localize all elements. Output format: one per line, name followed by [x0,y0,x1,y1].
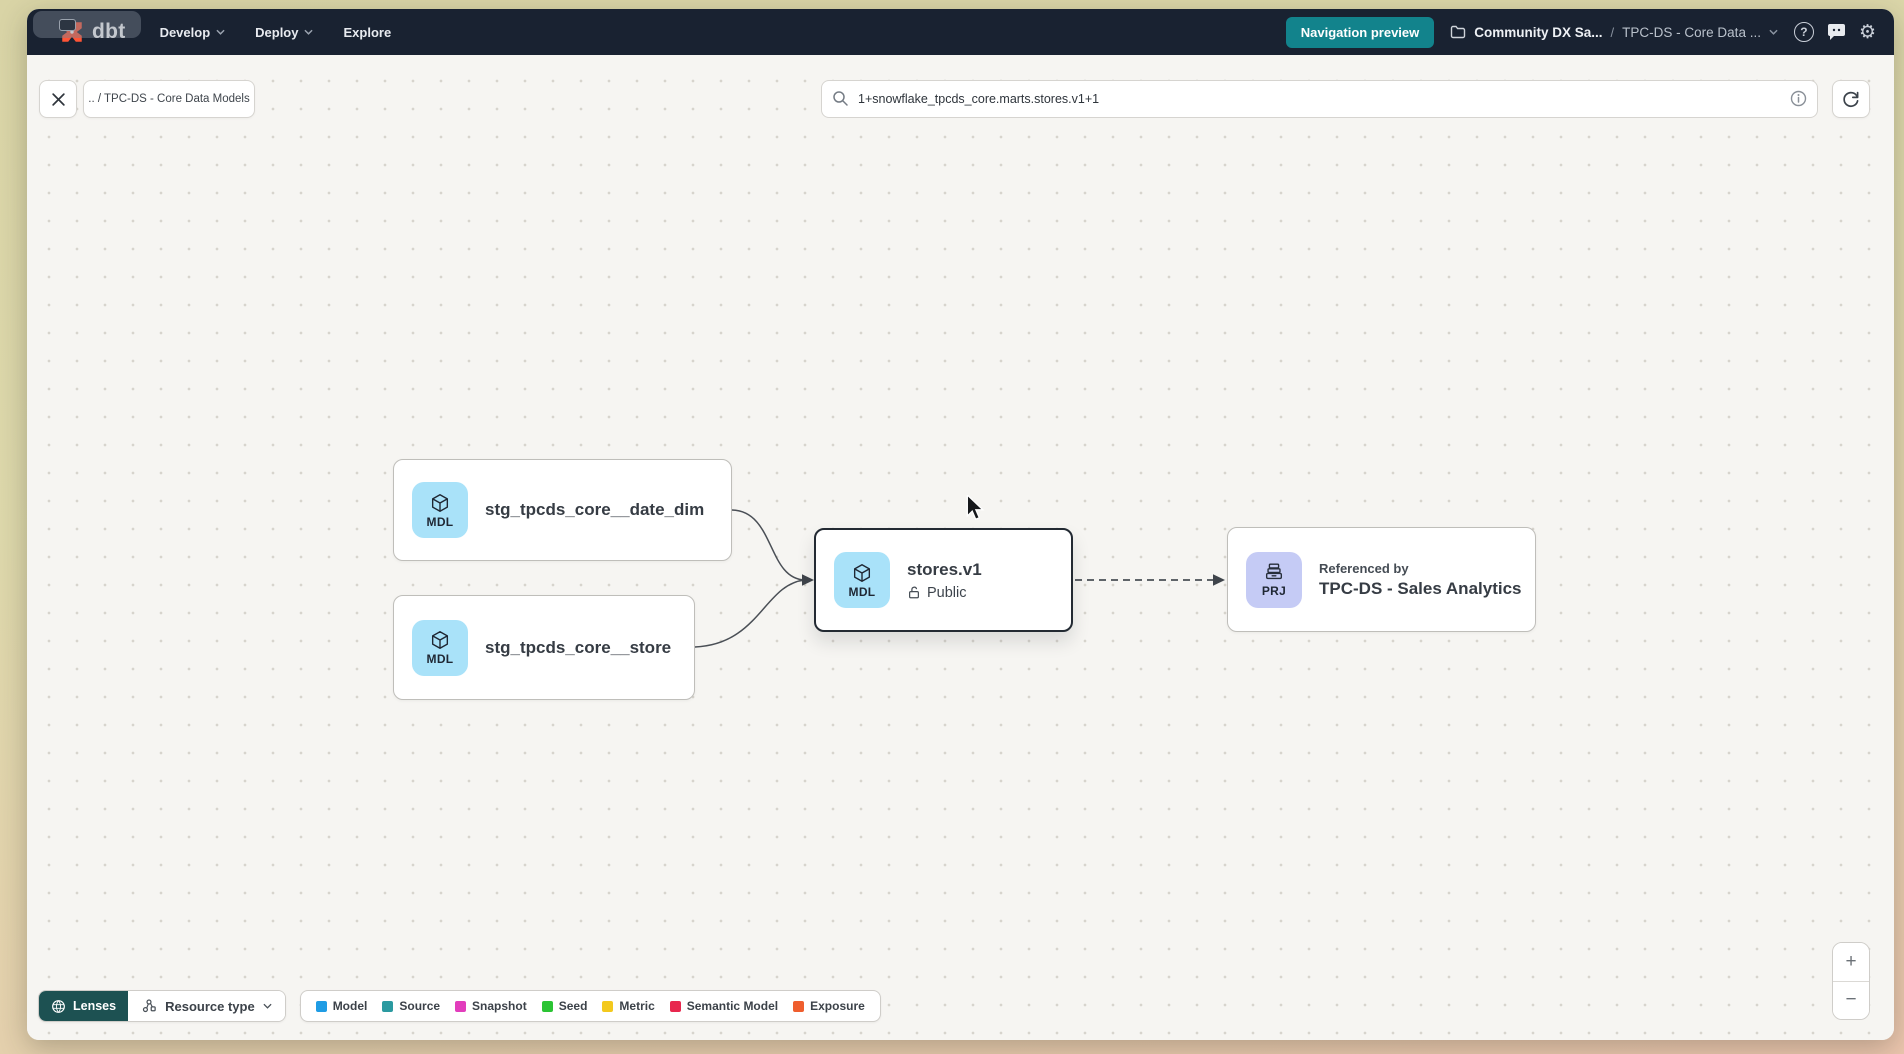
zoom-in-button[interactable]: + [1833,943,1869,981]
stack-icon [1265,563,1283,580]
mouse-cursor [966,495,985,521]
legend-item-semantic-model: Semantic Model [669,999,779,1013]
chevron-down-icon [216,29,225,35]
resource-legend: Model Source Snapshot Seed Metric Semant… [299,990,881,1022]
nav-menu-label: Explore [343,24,392,40]
refresh-button[interactable] [1832,80,1870,118]
footer-controls: Lenses Resource type Model Source Snapsh [38,990,881,1022]
settings-gear-icon[interactable]: ⚙ [1858,21,1876,43]
lineage-breadcrumb-chip[interactable]: .. / TPC-DS - Core Data Models [83,80,255,118]
search-input[interactable] [821,80,1818,118]
cube-icon [853,563,871,582]
chevron-down-icon [304,29,314,35]
nav-right: Navigation preview Community DX Sa... / … [1285,16,1876,48]
legend-item-metric: Metric [602,999,655,1013]
lineage-canvas[interactable]: .. / TPC-DS - Core Data Models [27,55,1894,1040]
info-icon[interactable] [1790,90,1807,107]
legend-item-exposure: Exposure [793,999,865,1013]
node-title: stg_tpcds_core__date_dim [485,500,705,519]
app-window: dbt Develop Deploy Explore Navigation pr… [27,9,1894,1040]
model-badge-icon: MDL [834,552,890,608]
legend-label: Metric [619,999,655,1013]
model-badge-icon: MDL [412,619,468,676]
resource-type-dropdown[interactable]: Resource type [128,991,285,1021]
refresh-icon [1843,91,1859,108]
legend-swatch [455,1000,467,1012]
lenses-button[interactable]: Lenses [39,991,129,1021]
legend-item-snapshot: Snapshot [455,999,527,1013]
legend-item-seed: Seed [541,999,588,1013]
node-stg-tpcds-core-store[interactable]: MDL stg_tpcds_core__store [393,595,695,700]
breadcrumb-section[interactable]: TPC-DS - Core Data ... [1622,24,1761,40]
lenses-label: Lenses [73,999,117,1013]
breadcrumb-project[interactable]: Community DX Sa... [1474,24,1603,40]
resource-type-label: Resource type [165,998,255,1014]
dbt-logo-text: dbt [92,20,126,43]
lens-icon [52,999,65,1013]
zoom-divider [1833,980,1869,982]
nav-menu-label: Deploy [255,24,299,40]
legend-swatch [669,1000,681,1012]
navigation-preview-badge[interactable]: Navigation preview [1285,16,1435,48]
help-icon[interactable]: ? [1793,22,1814,42]
legend-label: Model [332,999,368,1013]
breadcrumb: Community DX Sa... / TPC-DS - Core Data … [1450,25,1778,40]
node-access-row: Public [907,585,982,601]
node-tpcds-sales-analytics[interactable]: PRJ Referenced by TPC-DS - Sales Analyti… [1227,527,1536,632]
zoom-control: + − [1832,942,1870,1020]
legend-swatch [315,1000,327,1012]
node-title: TPC-DS - Sales Analytics [1319,578,1522,598]
nav-menu-label: Develop [159,24,211,40]
lens-group: Lenses Resource type [38,990,286,1022]
zoom-out-button[interactable]: − [1833,981,1869,1019]
graph-nodes-icon [142,999,156,1013]
legend-label: Source [399,999,441,1013]
model-badge-icon: MDL [412,482,468,538]
legend-item-source: Source [382,999,440,1013]
resource-type-code: MDL [848,584,876,599]
close-icon [51,92,65,106]
legend-label: Seed [558,999,588,1013]
breadcrumb-separator: / [1610,24,1615,40]
chevron-down-icon [263,1003,272,1009]
legend-label: Exposure [810,999,865,1013]
window-artifact [33,11,141,38]
resource-type-code: MDL [426,652,454,666]
legend-item-model: Model [315,999,368,1013]
nav-menu-deploy[interactable]: Deploy [255,24,314,40]
resource-type-code: PRJ [1261,584,1287,598]
legend-swatch [602,1000,614,1012]
cube-icon [431,631,449,649]
legend-label: Snapshot [472,999,527,1013]
close-button[interactable] [39,80,77,118]
folder-icon [1451,25,1466,39]
access-label: Public [927,584,967,601]
nav-menu-develop[interactable]: Develop [160,25,226,40]
nav-menu-explore[interactable]: Explore [343,25,391,40]
window-icon [59,18,76,31]
node-title: stg_tpcds_core__store [485,637,672,657]
nav-menus: Develop Deploy Explore [160,25,392,40]
project-badge-icon: PRJ [1246,551,1302,608]
nav-icons: ? ⚙ [1793,21,1876,43]
unlock-icon [909,586,919,599]
node-pretitle: Referenced by [1319,560,1409,576]
cube-icon [431,493,449,512]
lineage-search [821,80,1818,118]
search-icon [833,91,848,106]
node-stores-v1[interactable]: MDL stores.v1 Public [814,528,1073,632]
legend-swatch [541,1000,553,1012]
legend-label: Semantic Model [686,999,779,1013]
legend-swatch [382,1000,394,1012]
node-stg-tpcds-core-date-dim[interactable]: MDL stg_tpcds_core__date_dim [393,459,732,561]
feedback-icon[interactable] [1827,23,1846,41]
node-title: stores.v1 [907,559,982,579]
legend-swatch [793,1000,805,1012]
top-nav: dbt Develop Deploy Explore Navigation pr… [27,9,1894,55]
resource-type-code: MDL [426,514,454,529]
chevron-down-icon[interactable] [1769,29,1778,35]
